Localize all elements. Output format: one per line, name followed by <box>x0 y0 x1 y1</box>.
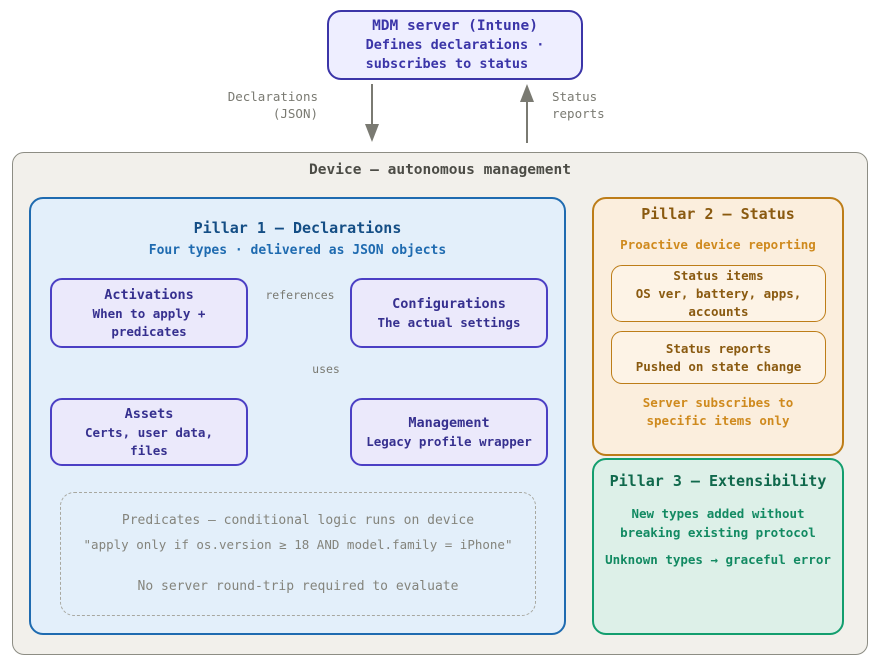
declaration-body: Certs, user data, files <box>85 424 213 458</box>
pillar1-title: Pillar 1 — Declarations <box>193 219 402 237</box>
declaration-body: The actual settings <box>377 314 521 330</box>
declaration-heading: Configurations <box>392 295 506 312</box>
status-card-heading: Status reports <box>665 340 772 356</box>
status-card-body: OS ver, battery, apps, accounts <box>635 285 802 319</box>
declaration-box-management: Management Legacy profile wrapper <box>350 398 548 466</box>
edge-label-references: references <box>265 288 335 302</box>
declaration-body: When to apply + predicates <box>92 305 206 339</box>
declaration-box-activations: Activations When to apply + predicates <box>50 278 248 348</box>
declaration-heading: Management <box>408 414 490 431</box>
status-card-status-items: Status items OS ver, battery, apps, acco… <box>611 265 826 322</box>
declaration-heading: Activations <box>104 286 194 303</box>
arrow-declarations-down <box>365 84 379 142</box>
predicates-line2: "apply only if os.version ≥ 18 AND model… <box>83 537 513 552</box>
pillar3-panel <box>592 458 844 635</box>
pillar3-title: Pillar 3 — Extensibility <box>609 472 827 490</box>
edge-label-uses: uses <box>312 362 340 376</box>
mdm-server-subtitle: Defines declarations · subscribes to sta… <box>365 37 545 72</box>
pillar3-body: New types added without breaking existin… <box>620 506 816 540</box>
arrow-status-up <box>520 84 534 143</box>
pillar2-title: Pillar 2 — Status <box>641 205 795 223</box>
declaration-box-configurations: Configurations The actual settings <box>350 278 548 348</box>
status-card-body: Pushed on state change <box>635 358 802 374</box>
pillar2-panel <box>592 197 844 456</box>
declarations-connector-label: Declarations (JSON) <box>227 89 318 121</box>
pillar2-footnote: Server subscribes to specific items only <box>642 395 794 428</box>
pillar3-note: Unknown types → graceful error <box>605 552 831 567</box>
status-reports-connector-label: Status reports <box>552 89 605 121</box>
pillar1-subtitle: Four types · delivered as JSON objects <box>148 243 447 258</box>
predicates-line1: Predicates — conditional logic runs on d… <box>121 513 475 528</box>
mdm-server-box: MDM server (Intune) Defines declarations… <box>327 10 583 80</box>
status-card-heading: Status items <box>673 267 764 283</box>
predicates-line3: No server round‑trip required to evaluat… <box>137 579 459 594</box>
mdm-server-title: MDM server (Intune) <box>372 18 538 34</box>
pillar2-subtitle: Proactive device reporting <box>620 237 816 252</box>
status-card-status-reports: Status reports Pushed on state change <box>611 331 826 384</box>
declaration-box-assets: Assets Certs, user data, files <box>50 398 248 466</box>
predicates-box: Predicates — conditional logic runs on d… <box>60 492 536 616</box>
declaration-heading: Assets <box>124 405 174 422</box>
declaration-body: Legacy profile wrapper <box>366 433 532 449</box>
device-title: Device — autonomous management <box>309 162 571 178</box>
